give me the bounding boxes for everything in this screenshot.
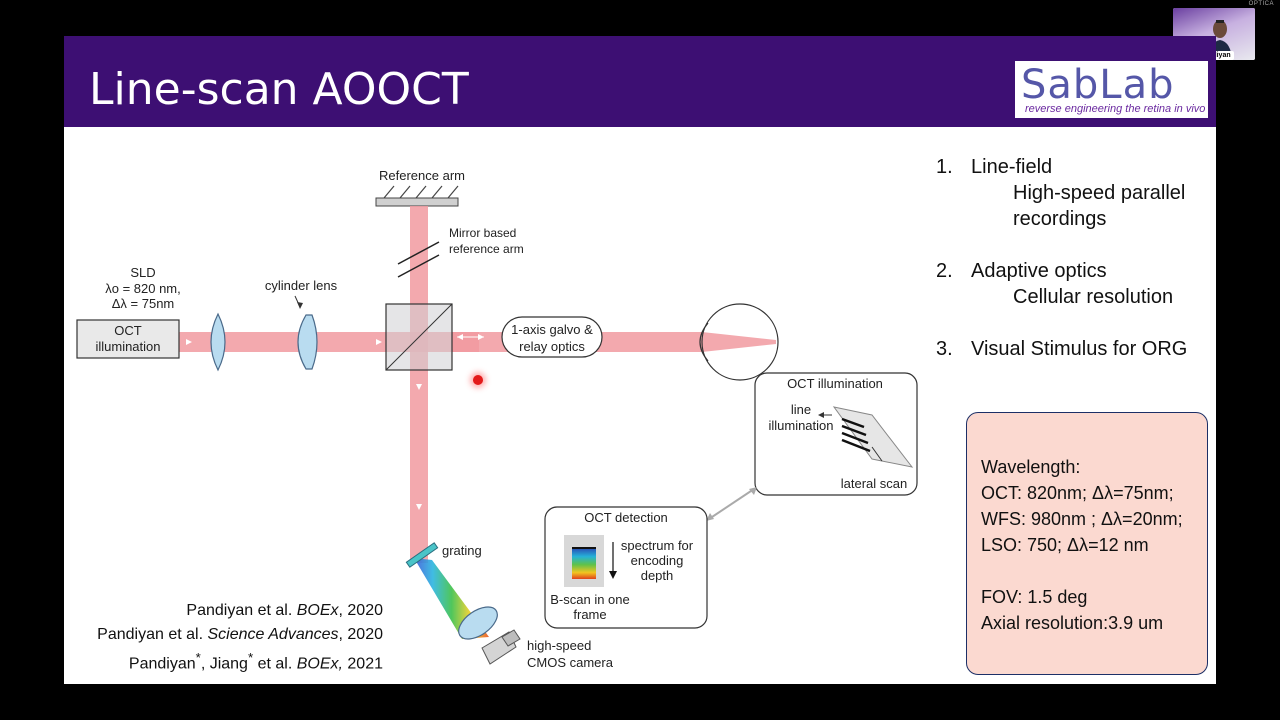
references: Pandiyan et al. BOEx, 2020 Pandiyan et a…: [97, 602, 383, 674]
ref-asterisk: *: [247, 650, 254, 665]
reference-mirror: [375, 185, 459, 207]
logo-tagline: reverse engineering the retina in vivo: [1025, 103, 1206, 115]
reference-item: Pandiyan et al. Science Advances, 2020: [97, 626, 383, 650]
eye-cornea: [699, 322, 709, 362]
list-subitem-text: recordings: [1013, 208, 1107, 230]
specs-line: LSO: 750; Δλ=12 nm: [981, 535, 1149, 555]
spectrum-label-2: encoding: [631, 553, 684, 568]
reference-item: Pandiyan*, Jiang* et al. BOEx, 2021: [97, 650, 383, 674]
optical-setup-diagram: Reference arm Mirror based reference arm…: [76, 168, 918, 670]
source-label-1: OCT: [114, 323, 142, 338]
spectrum-label-1: spectrum for: [621, 538, 694, 553]
ref-author: Pandiyan et al.: [186, 602, 297, 619]
specs-line: OCT: 820nm; Δλ=75nm;: [981, 483, 1174, 503]
illumination-inset-title: OCT illumination: [787, 376, 883, 391]
reference-arm-label: Reference arm: [379, 168, 465, 183]
spectrum-swatch: [572, 547, 596, 579]
ref-journal: BOEx,: [296, 655, 343, 673]
ref-mirror-2: [397, 254, 440, 278]
sld-wavelength: λo = 820 nm,: [105, 281, 181, 296]
mirror-ref-label-2: reference arm: [449, 242, 524, 256]
bscan-label-1: B-scan in one: [550, 592, 630, 607]
specs-line: Wavelength:: [981, 457, 1081, 477]
diffraction-grating: [405, 542, 439, 568]
specs-line: FOV: 1.5 deg: [981, 587, 1088, 607]
oct-illumination-source: [76, 319, 180, 359]
galvo-label-1: 1-axis galvo &: [511, 322, 593, 337]
beam-direction-arrows: [186, 339, 422, 510]
specs-line: Axial resolution:3.9 um: [981, 613, 1164, 633]
ref-year: , 2020: [338, 626, 383, 643]
camera-label-2: CMOS camera: [527, 655, 614, 670]
source-label-2: illumination: [95, 339, 160, 354]
slide-title: Line-scan AOOCT: [89, 64, 469, 115]
presentation-slide: Line-scan AOOCT SabLab reverse engineeri…: [64, 36, 1216, 684]
ref-author: Pandiyan: [128, 655, 196, 673]
logo-wordmark: SabLab: [1021, 62, 1175, 108]
ref-mirror-1: [397, 241, 440, 265]
lateral-scan-label: lateral scan: [841, 476, 907, 491]
list-item-number: 3.: [936, 338, 953, 360]
galvo-relay-optics: [501, 316, 603, 358]
line-illum-label-2: illumination: [768, 418, 833, 433]
detection-inset-title: OCT detection: [584, 510, 668, 525]
list-item-number: 2.: [936, 260, 953, 282]
corner-watermark: OPTICA: [1248, 1, 1274, 7]
cylinder-lens-label: cylinder lens: [265, 278, 338, 293]
grating-label: grating: [442, 543, 482, 558]
illumination-inset: [754, 372, 918, 496]
list-item-number: 1.: [936, 156, 953, 178]
slide-header: Line-scan AOOCT SabLab reverse engineeri…: [64, 36, 1216, 127]
list-item-label: Line-field: [971, 156, 1053, 178]
ref-author: et al.: [253, 655, 297, 673]
illumination-lines: [841, 417, 871, 453]
sablab-logo: SabLab reverse engineering the retina in…: [1015, 61, 1208, 118]
ref-year: 2021: [342, 655, 383, 673]
ref-author: Pandiyan et al.: [97, 626, 208, 643]
ref-asterisk: *: [195, 650, 201, 665]
bscan-label-2: frame: [573, 607, 606, 622]
ref-journal: BOEx: [296, 602, 339, 619]
cylinder-lens: [297, 314, 318, 370]
camera-label-1: high-speed: [527, 638, 591, 653]
specs-box: Wavelength: OCT: 820nm; Δλ=75nm; WFS: 98…: [966, 412, 1208, 675]
line-illum-label-1: line: [791, 402, 811, 417]
spectrum-label-3: depth: [641, 568, 674, 583]
eye-focus-beam: [702, 332, 776, 352]
laser-pointer-dot: [473, 375, 483, 385]
cylinder-lens-pointer-head: [297, 302, 303, 309]
list-subitem-text: Cellular resolution: [1013, 286, 1174, 308]
inset-connector: [708, 488, 755, 520]
specs-line: WFS: 980nm ; Δλ=20nm;: [981, 509, 1183, 529]
list-item-label: Visual Stimulus for ORG: [971, 338, 1188, 360]
mirror-ref-label-1: Mirror based: [449, 226, 516, 240]
collimating-lens: [210, 312, 226, 372]
camera-lens: [458, 606, 498, 640]
sld-bandwidth: Δλ = 75nm: [112, 296, 175, 311]
ref-author: , Jiang: [200, 655, 248, 673]
beam-splitter-diagonal: [385, 303, 453, 371]
eye-schematic: [701, 303, 779, 381]
list-item-label: Adaptive optics: [971, 260, 1107, 282]
ref-journal: Science Advances: [207, 626, 339, 643]
galvo-label-2: relay optics: [519, 339, 585, 354]
reference-item: Pandiyan et al. BOEx, 2020: [97, 602, 383, 626]
ref-year: , 2020: [338, 602, 383, 619]
sld-label: SLD: [130, 265, 155, 280]
list-subitem-text: High-speed parallel: [1013, 182, 1186, 204]
